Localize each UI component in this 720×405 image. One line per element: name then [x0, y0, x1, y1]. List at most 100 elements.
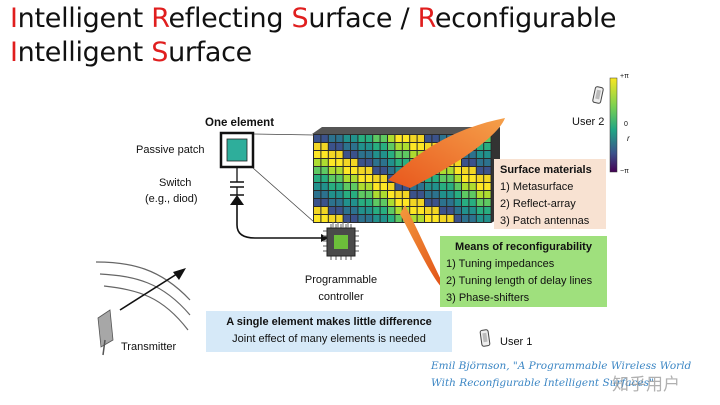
- surface-cell: [454, 159, 461, 166]
- surface-cell: [351, 135, 358, 142]
- reflected-beam-user2: [388, 118, 505, 188]
- surface-cell: [417, 215, 424, 222]
- user1-label: User 1: [500, 336, 533, 348]
- surface-cell: [380, 191, 387, 198]
- surface-cell: [402, 135, 410, 142]
- surface-cell: [328, 135, 336, 142]
- surface-cell: [328, 183, 336, 190]
- surface-cell: [462, 199, 469, 206]
- surface-cell: [432, 175, 439, 182]
- surface-cell: [380, 135, 387, 142]
- surface-cell: [425, 135, 432, 142]
- transmitter-waves: [95, 261, 191, 331]
- surface-cell: [343, 175, 350, 182]
- surface-cell: [365, 199, 373, 206]
- surface-cell: [365, 191, 373, 198]
- surface-cell: [476, 167, 484, 174]
- surface-cell: [432, 215, 439, 222]
- surface-cell: [447, 207, 454, 214]
- surface-cell: [336, 207, 343, 214]
- surface-cell: [432, 135, 439, 142]
- surface-cell: [328, 143, 336, 150]
- one-element-label: One element: [205, 117, 275, 129]
- surface-cell: [476, 143, 484, 150]
- transmitter-arrow-line: [119, 271, 181, 311]
- surface-cell: [432, 183, 439, 190]
- surface-cell: [365, 159, 373, 166]
- transmitter-label: Transmitter: [121, 341, 177, 353]
- switch-example-label: (e.g., diod): [145, 193, 198, 205]
- surface-cell: [476, 215, 484, 222]
- surface-cell: [328, 151, 336, 158]
- surface-cell: [358, 191, 365, 198]
- surface-cell: [336, 143, 343, 150]
- surface-cell: [336, 151, 343, 158]
- surface-cell: [402, 151, 410, 158]
- surface-cell: [462, 191, 469, 198]
- surface-cell: [328, 159, 336, 166]
- surface-cell: [358, 175, 365, 182]
- surface-cell: [447, 191, 454, 198]
- surface-cell: [373, 151, 380, 158]
- surface-cell: [365, 207, 373, 214]
- surface-cell: [336, 191, 343, 198]
- surface-top-face: [312, 127, 500, 134]
- surface-cell: [484, 215, 491, 222]
- surface-cell: [484, 143, 491, 150]
- surface-cell: [462, 215, 469, 222]
- surface-cell: [321, 215, 328, 222]
- colorbar-max-label: +π: [620, 73, 629, 80]
- surface-cell: [410, 183, 417, 190]
- surface-cell: [447, 175, 454, 182]
- surface-cell: [328, 191, 336, 198]
- slide-title: Intelligent Reflecting Surface / Reconfi…: [10, 2, 617, 70]
- surface-cell: [373, 191, 380, 198]
- surface-cell: [402, 143, 410, 150]
- watermark: 知乎用户: [612, 375, 680, 394]
- surface-cell: [358, 135, 365, 142]
- surface-cell: [336, 167, 343, 174]
- surface-cell: [314, 175, 321, 182]
- surface-cell: [314, 151, 321, 158]
- surface-cell: [462, 167, 469, 174]
- surface-cell: [476, 175, 484, 182]
- surface-cell: [388, 143, 395, 150]
- surface-cell: [395, 135, 402, 142]
- surface-cell: [380, 151, 387, 158]
- surface-cell: [484, 175, 491, 182]
- surface-cell: [388, 199, 395, 206]
- surface-cell: [321, 159, 328, 166]
- surface-cell: [380, 215, 387, 222]
- user2-label: User 2: [572, 116, 605, 128]
- surface-cell: [439, 215, 447, 222]
- surface-cell: [373, 183, 380, 190]
- surface-cell: [365, 151, 373, 158]
- surface-cell: [380, 183, 387, 190]
- surface-cell: [402, 191, 410, 198]
- surface-cell: [425, 215, 432, 222]
- colorbar-min-label: −π: [620, 168, 629, 175]
- surface-cell: [314, 143, 321, 150]
- surface-cell: [410, 135, 417, 142]
- surface-materials-heading: Surface materials: [500, 164, 592, 176]
- surface-cell: [454, 207, 461, 214]
- surface-cell: [314, 191, 321, 198]
- surface-cell: [365, 135, 373, 142]
- surface-cell: [314, 159, 321, 166]
- surface-cell: [321, 175, 328, 182]
- surface-cell: [321, 199, 328, 206]
- surface-cell: [402, 159, 410, 166]
- surface-cell: [336, 183, 343, 190]
- surface-cell: [476, 207, 484, 214]
- surface-cell: [365, 143, 373, 150]
- surface-cell: [484, 167, 491, 174]
- surface-cell: [454, 167, 461, 174]
- surface-cell: [439, 207, 447, 214]
- surface-cell: [395, 151, 402, 158]
- surface-cell: [476, 159, 484, 166]
- surface-cell: [388, 183, 395, 190]
- surface-cell: [439, 167, 447, 174]
- transmitter-antenna: [97, 309, 114, 356]
- surface-cell: [410, 215, 417, 222]
- diode-symbol: [230, 195, 244, 205]
